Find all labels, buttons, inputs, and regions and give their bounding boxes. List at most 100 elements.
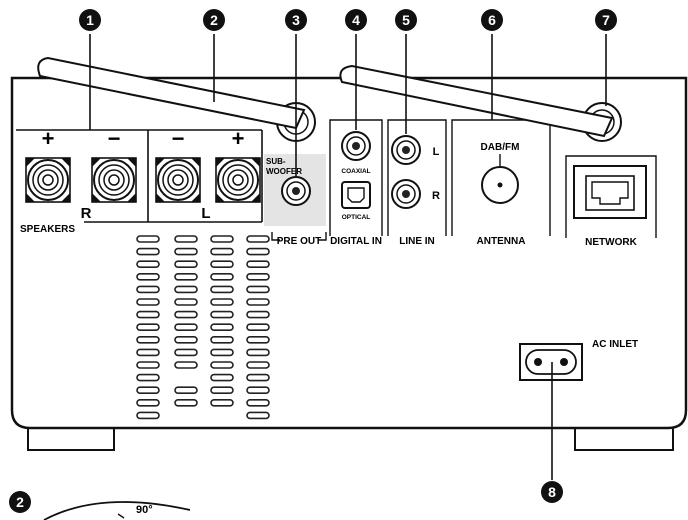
callout-leaders	[89, 34, 607, 480]
vent-slot	[174, 272, 198, 281]
callout-number: 7	[602, 12, 610, 28]
vent-slot	[210, 361, 234, 369]
callout-number: 6	[488, 12, 496, 28]
vent-slot	[174, 361, 198, 369]
speaker-plus-r: +	[42, 126, 55, 151]
vent-slot	[246, 335, 270, 344]
callout-number: 3	[292, 12, 300, 28]
vent-slot	[136, 398, 160, 407]
line-in-l-label: L	[433, 146, 440, 158]
callout-badge	[79, 9, 101, 31]
vent-slot	[174, 298, 198, 306]
vent-slot	[246, 310, 270, 319]
vent-slot	[210, 260, 234, 269]
speaker-plus-l: +	[232, 126, 245, 151]
vent-slot	[136, 411, 160, 420]
callout-badge	[395, 9, 417, 31]
vent-slot	[136, 348, 160, 357]
vent-slot	[246, 260, 270, 269]
optical-label: OPTICAL	[342, 214, 371, 221]
vent-slot	[136, 298, 160, 306]
vent-slot	[246, 361, 270, 369]
network-section: NETWORK	[565, 155, 657, 248]
vent-slot	[136, 361, 160, 369]
vent-slot	[174, 398, 198, 407]
vent-slot	[246, 323, 270, 332]
vent-slot	[136, 247, 160, 256]
vent-slot	[246, 348, 270, 357]
callout-badge	[285, 9, 307, 31]
vent-slot	[210, 285, 234, 294]
vent-slot	[136, 335, 160, 344]
vent-slot	[210, 373, 234, 382]
line-in-section: L R LINE IN	[387, 119, 447, 247]
dab-fm-label: DAB/FM	[481, 142, 520, 153]
vent-slot	[136, 235, 160, 243]
vent-slot	[246, 373, 270, 382]
inset-callout-number: 2	[16, 494, 24, 510]
pre-out-label: PRE OUT	[277, 236, 321, 247]
speakers-label: SPEAKERS	[20, 224, 75, 235]
subwoofer-label-line1: SUB-	[266, 157, 286, 166]
vent-slot	[136, 323, 160, 332]
speaker-minus-l: −	[172, 126, 185, 151]
inset-callout-badge	[9, 491, 31, 513]
callout-badge	[541, 481, 563, 503]
digital-in-label: DIGITAL IN	[330, 236, 382, 247]
ac-inlet-label: AC INLET	[592, 339, 638, 350]
callout-number: 1	[86, 12, 94, 28]
vent-slot	[174, 348, 198, 357]
vent-slot	[210, 272, 234, 281]
speaker-terminal	[91, 157, 137, 203]
vent-slot	[174, 235, 198, 243]
callout-number: 4	[352, 12, 360, 28]
speaker-terminal-section: + − − + R L SPEAKERS	[16, 126, 263, 235]
vent-slot	[246, 398, 270, 407]
optical-jack	[341, 181, 371, 209]
vent-slot	[246, 247, 270, 256]
speaker-terminal	[155, 157, 201, 203]
subwoofer-label-line2: WOOFER	[266, 167, 302, 176]
vent-slot	[210, 323, 234, 332]
vent-slot	[210, 235, 234, 243]
callout-badge	[203, 9, 225, 31]
speaker-terminal	[215, 157, 261, 203]
callout-number: 5	[402, 12, 410, 28]
left-foot	[27, 427, 115, 451]
vent-slot	[210, 348, 234, 357]
callout-number: 2	[210, 12, 218, 28]
callout-badge	[345, 9, 367, 31]
antenna-label: ANTENNA	[477, 236, 526, 247]
vent-slot	[136, 373, 160, 382]
vent-slot	[246, 285, 270, 294]
right-foot	[574, 427, 674, 451]
vent-slot	[246, 272, 270, 281]
antenna-rod-left	[37, 56, 306, 130]
line-in-r-label: R	[432, 190, 440, 202]
line-in-label: LINE IN	[399, 236, 435, 247]
antenna-section: DAB/FM ANTENNA	[451, 119, 551, 247]
digital-in-section: COAXIAL OPTICAL DIGITAL IN	[329, 119, 383, 247]
vent-slot	[174, 323, 198, 332]
vent-slot	[210, 335, 234, 344]
vent-slot	[136, 285, 160, 294]
callout-number: 8	[548, 484, 556, 500]
network-label: NETWORK	[585, 237, 637, 248]
vent-slot	[246, 386, 270, 395]
speaker-channel-l: L	[201, 205, 210, 222]
inset-angle-label: 90°	[136, 504, 153, 516]
vent-slot	[210, 310, 234, 319]
inset-detail: 2 90°	[9, 491, 191, 520]
ac-inlet-section: AC INLET	[519, 339, 638, 381]
coaxial-label: COAXIAL	[341, 168, 370, 175]
speaker-minus-r: −	[108, 126, 121, 151]
vent-slot	[210, 298, 234, 306]
vent-slot	[174, 285, 198, 294]
vent-slot	[210, 247, 234, 256]
vent-slot	[136, 310, 160, 319]
vent-slot	[174, 247, 198, 256]
speaker-channel-r: R	[81, 205, 92, 222]
vent-slot	[246, 235, 270, 243]
vent-slot	[136, 386, 160, 395]
